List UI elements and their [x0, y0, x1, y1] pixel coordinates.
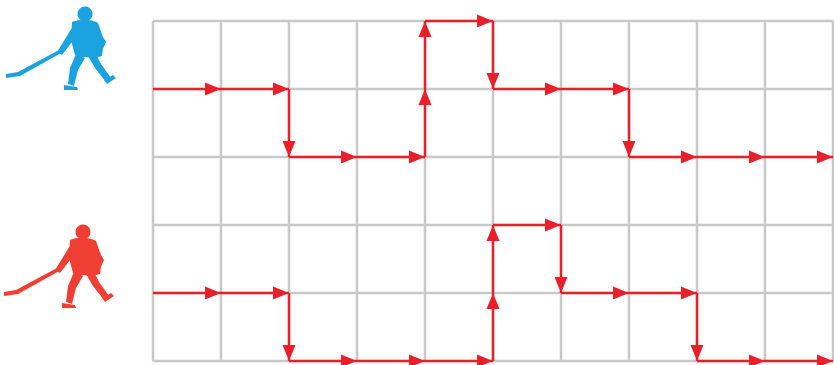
arrowhead: [283, 141, 296, 157]
arrowhead: [419, 21, 432, 37]
arrowhead: [487, 73, 500, 89]
arrowhead: [487, 293, 500, 309]
arrowhead: [477, 15, 493, 28]
arrowhead: [681, 151, 697, 164]
arrowhead: [817, 151, 833, 164]
arrowhead: [205, 287, 221, 300]
arrowhead: [623, 141, 636, 157]
hockey-player-red-icon: [4, 225, 114, 309]
arrowhead: [555, 277, 568, 293]
arrowhead: [749, 151, 765, 164]
arrowhead: [419, 89, 432, 105]
arrowhead: [283, 345, 296, 361]
arrowhead: [613, 83, 629, 96]
arrowhead: [613, 287, 629, 300]
arrowhead: [273, 287, 289, 300]
arrowhead: [691, 345, 704, 361]
arrowhead: [205, 83, 221, 96]
arrowhead: [681, 287, 697, 300]
arrowhead: [409, 151, 425, 164]
hockey-player-blue-icon: [6, 7, 116, 91]
arrowhead: [545, 219, 561, 232]
arrowhead: [487, 225, 500, 241]
arrowhead: [545, 83, 561, 96]
arrowhead: [341, 151, 357, 164]
arrowhead: [273, 83, 289, 96]
